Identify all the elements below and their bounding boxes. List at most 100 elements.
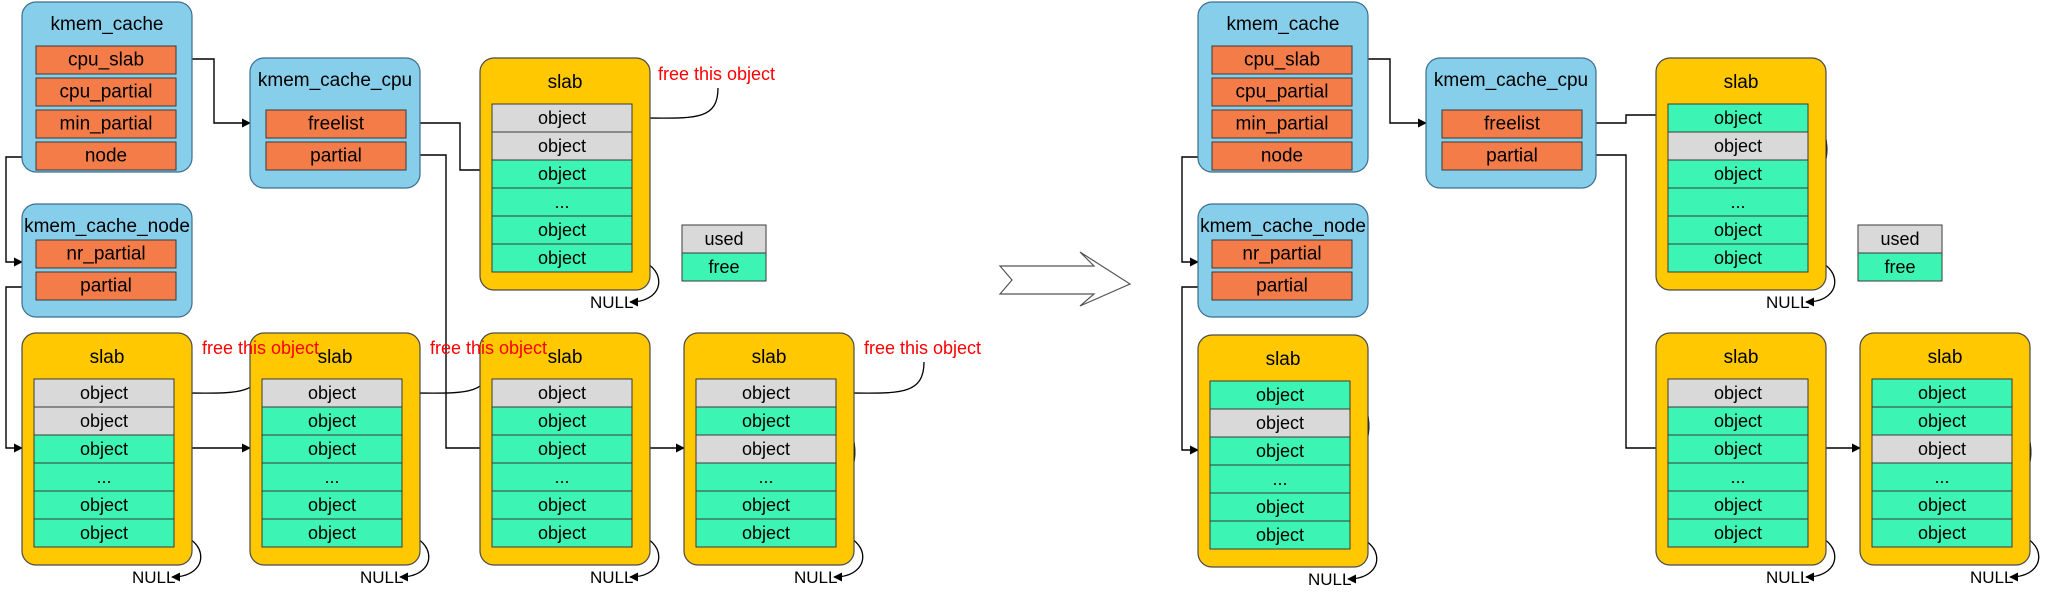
transition-arrow-icon xyxy=(998,251,1132,307)
node-partial-slab-before: slab object object object... object object xyxy=(21,332,193,566)
node-partial-slab-after-title: slab xyxy=(1266,349,1301,370)
object-cell-label: object xyxy=(308,411,356,431)
legend-used-label: used xyxy=(1880,229,1919,249)
object-cell-label: object xyxy=(80,411,128,431)
object-cell-label: object xyxy=(538,495,586,515)
after-kmem-cache-cpu-field-label: freelist xyxy=(1484,114,1541,135)
object-cell-used xyxy=(491,103,633,133)
null-label: NULL xyxy=(1766,293,1809,312)
legend-after: used free xyxy=(1857,224,1943,282)
object-cell-label: ... xyxy=(758,467,773,487)
object-cell-label: ... xyxy=(554,192,569,212)
null-label: NULL xyxy=(360,568,403,587)
object-cell-free xyxy=(491,159,633,189)
object-cell-free xyxy=(33,434,175,464)
object-cell-free xyxy=(1871,378,2013,408)
object-cell-free xyxy=(33,462,175,492)
kmem-cache-field-label: node xyxy=(85,146,127,167)
node-partial-to-slab-arrow xyxy=(5,286,23,453)
free-annotation-partial-slab-3: free this object xyxy=(864,338,981,358)
object-cell-label: object xyxy=(538,411,586,431)
object-cell-free xyxy=(491,434,633,464)
cpu-partial-slab-3-before-title: slab xyxy=(752,347,787,368)
object-cell-label: object xyxy=(1714,220,1762,240)
object-cell-label: object xyxy=(1714,411,1762,431)
after-cpu-partial-to-partial-slab-arrow xyxy=(1582,154,1671,453)
node-partial-slab-before-title: slab xyxy=(90,347,125,368)
after-kmem-cache-field-node xyxy=(1211,141,1353,171)
legend-free-label: free xyxy=(1884,257,1915,277)
object-cell-label: object xyxy=(538,439,586,459)
kmem-cache-field-label: min_partial xyxy=(60,114,153,135)
after-kmem-cache-cpu-field-freelist xyxy=(1441,109,1583,139)
cpu-slab-before-title: slab xyxy=(548,72,583,93)
after-kmem-cache-field-label: cpu_slab xyxy=(1244,50,1320,71)
object-cell-label: ... xyxy=(96,467,111,487)
object-cell-free xyxy=(1667,243,1809,273)
null-label: NULL xyxy=(132,568,175,587)
legend-free-label: free xyxy=(708,257,739,277)
kmem-cache-node-title: kmem_cache_node xyxy=(24,216,190,237)
object-cell-free xyxy=(33,518,175,548)
object-cell-label: object xyxy=(538,136,586,156)
object-cell-free xyxy=(491,187,633,217)
object-cell-free xyxy=(1667,462,1809,492)
object-cell-used xyxy=(695,434,837,464)
after-kmem-cache-cpu-title: kmem_cache_cpu xyxy=(1434,70,1588,91)
object-cell-label: object xyxy=(538,108,586,128)
kmem-cache-field-label: cpu_partial xyxy=(60,82,153,103)
object-cell-label: object xyxy=(1918,439,1966,459)
after-kmem-cache-cpu-field-partial xyxy=(1441,141,1583,171)
object-cell-label: object xyxy=(1256,385,1304,405)
object-cell-label: object xyxy=(1256,497,1304,517)
after-kmem-cache: kmem_cachecpu_slabcpu_partialmin_partial… xyxy=(1197,1,1369,173)
object-cell-label: object xyxy=(1256,525,1304,545)
after-kmem-cache-field-min_partial xyxy=(1211,109,1353,139)
object-cell-label: object xyxy=(308,383,356,403)
kmem-cache-field-label: cpu_slab xyxy=(68,50,144,71)
kmem-cache-node-field-label: nr_partial xyxy=(66,244,145,265)
object-cell-label: ... xyxy=(1272,469,1287,489)
kmem-cache-node-field-nr_partial xyxy=(35,239,177,269)
object-cell-label: object xyxy=(538,220,586,240)
object-cell-free xyxy=(1667,490,1809,520)
object-cell-label: object xyxy=(80,523,128,543)
object-cell-label: object xyxy=(538,523,586,543)
kmem-cache-cpu-field-label: freelist xyxy=(308,114,365,135)
free-curve-cpu-slab xyxy=(637,87,719,123)
after-kmem-cache-field-cpu_slab xyxy=(1211,45,1353,75)
object-cell-label: object xyxy=(80,495,128,515)
cpu-partial-slab-2-after-title: slab xyxy=(1928,347,1963,368)
legend-used-swatch xyxy=(681,224,767,254)
cpu-slab-after-title: slab xyxy=(1724,72,1759,93)
object-cell-label: object xyxy=(80,383,128,403)
after-kmem-cache-node-title: kmem_cache_node xyxy=(1200,216,1366,237)
after-kmem-cache-field-label: cpu_partial xyxy=(1236,82,1329,103)
object-cell-label: object xyxy=(80,439,128,459)
object-cell-label: object xyxy=(742,411,790,431)
after-cpu-slab-to-kmem-cache-cpu-arrow xyxy=(1352,58,1427,128)
kmem-cache-title: kmem_cache xyxy=(51,14,164,35)
object-cell-label: object xyxy=(1918,523,1966,543)
after-kmem-cache-field-cpu_partial xyxy=(1211,77,1353,107)
null-label: NULL xyxy=(1766,568,1809,587)
object-cell-label: object xyxy=(742,495,790,515)
object-cell-label: object xyxy=(308,495,356,515)
object-cell-free xyxy=(261,518,403,548)
after-kmem-cache-node-field-label: partial xyxy=(1256,276,1308,297)
free-annotation-partial-slab-1: free this object xyxy=(430,338,547,358)
kmem-cache-cpu-field-freelist xyxy=(265,109,407,139)
object-cell-free xyxy=(261,434,403,464)
object-cell-label: object xyxy=(1256,441,1304,461)
object-cell-label: object xyxy=(308,523,356,543)
null-label: NULL xyxy=(794,568,837,587)
after-kmem-cache-field-label: node xyxy=(1261,146,1303,167)
object-cell-label: object xyxy=(538,383,586,403)
kmem-cache-field-cpu_slab xyxy=(35,45,177,75)
cpu-slab-to-kmem-cache-cpu-arrow xyxy=(176,58,251,128)
